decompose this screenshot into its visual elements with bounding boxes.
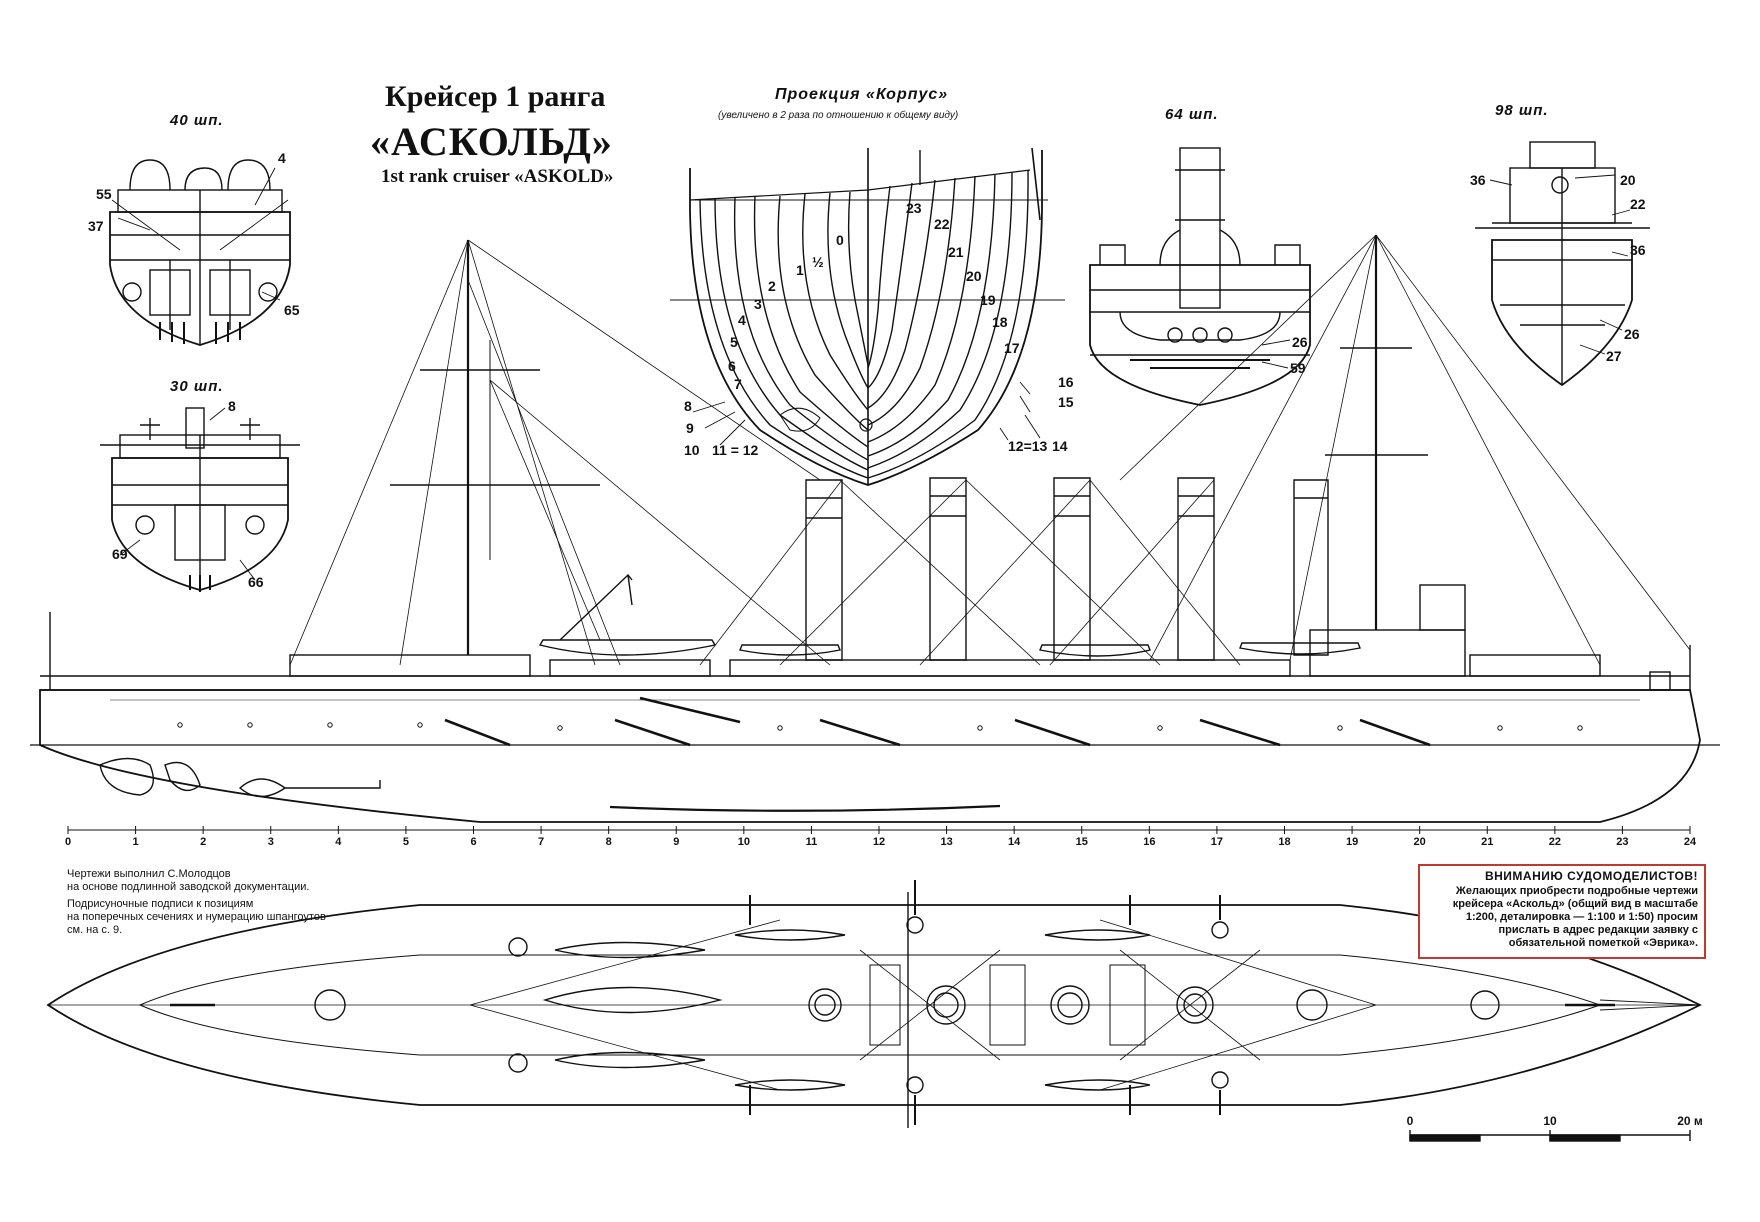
notice-heading: ВНИМАНИЮ СУДОМОДЕЛИСТОВ!	[1484, 869, 1698, 883]
callout-s40: 37	[88, 218, 104, 234]
title-ship-name: «АСКОЛЬД»	[370, 119, 613, 164]
scale-bar	[1409, 1130, 1691, 1142]
callout-s98: 26	[1624, 326, 1640, 342]
callout-s64: 59	[1290, 360, 1306, 376]
credits-line: Подрисуночные подписи к позициям	[67, 898, 254, 910]
station-label: 10	[684, 442, 700, 458]
station-label: 0	[836, 232, 844, 248]
ruler-number: 21	[1481, 836, 1494, 848]
callout-s30: 69	[112, 546, 128, 562]
notice-line: обязательной пометкой «Эврика».	[1508, 937, 1698, 949]
section-98-drawing	[1475, 141, 1650, 387]
ruler-number: 20	[1413, 836, 1426, 848]
credits-line: на поперечных сечениях и нумерацию шпанг…	[67, 911, 326, 923]
station-label: 11 = 12	[712, 442, 759, 458]
notice-line: Желающих приобрести подробные чертежи	[1455, 885, 1698, 897]
station-label: 15	[1058, 394, 1074, 410]
ruler-number: 8	[605, 836, 612, 848]
callout-s64: 26	[1292, 334, 1308, 350]
ruler-number: 3	[267, 836, 274, 848]
callout-s30: 8	[228, 398, 236, 414]
callout-s98: 22	[1630, 196, 1646, 212]
ruler-number: 4	[335, 836, 342, 848]
frame-ruler	[67, 826, 1691, 834]
station-label: ½	[812, 254, 824, 270]
scale-label: 0	[1406, 1114, 1414, 1128]
callout-s40: 65	[284, 302, 300, 318]
section-64-drawing	[1089, 147, 1311, 406]
side-elevation-drawing	[30, 234, 1720, 823]
modelers-notice-box: ВНИМАНИЮ СУДОМОДЕЛИСТОВ! Желающих приобр…	[1418, 864, 1706, 959]
ruler-number: 0	[64, 836, 72, 848]
ruler-number: 23	[1616, 836, 1629, 848]
station-label: 17	[1004, 340, 1020, 356]
ruler-number: 17	[1210, 836, 1224, 848]
ruler-number: 19	[1345, 836, 1359, 848]
ruler-number: 2	[200, 836, 207, 848]
section-40-label: 40 шп.	[170, 112, 224, 129]
station-label: 18	[992, 314, 1008, 330]
station-label: 12=13	[1008, 438, 1048, 454]
ruler-number: 10	[737, 836, 750, 848]
callout-s40: 4	[278, 150, 286, 166]
ruler-number: 13	[940, 836, 953, 848]
ruler-number: 6	[470, 836, 477, 848]
title-english: 1st rank cruiser «ASKOLD»	[381, 166, 614, 187]
callout-s98: 36	[1630, 242, 1646, 258]
station-label: 7	[734, 376, 742, 392]
credits-line: см. на с. 9.	[67, 924, 123, 936]
station-label: 4	[738, 312, 746, 328]
station-label: 6	[728, 358, 736, 374]
title-line-1: Крейсер 1 ранга	[385, 80, 606, 113]
callout-s30: 66	[248, 574, 264, 590]
callout-s98: 36	[1470, 172, 1486, 188]
station-label: 5	[730, 334, 738, 350]
ruler-number: 12	[872, 836, 886, 848]
ruler-number: 1	[132, 836, 139, 848]
ruler-number: 24	[1683, 836, 1697, 848]
notice-line: крейсера «Аскольд» (общий вид в масштабе	[1452, 898, 1698, 910]
callout-s98: 27	[1606, 348, 1622, 364]
ruler-number: 18	[1278, 836, 1291, 848]
section-98-label: 98 шп.	[1495, 102, 1549, 119]
station-label: 20	[966, 268, 982, 284]
station-label: 22	[934, 216, 950, 232]
ruler-number: 14	[1008, 836, 1021, 848]
station-label: 16	[1058, 374, 1074, 390]
credits-block: Чертежи выполнил С.Молодцов на основе по…	[67, 868, 326, 937]
station-label: 8	[684, 398, 692, 414]
ruler-number: 22	[1548, 836, 1561, 848]
plan-view-drawing	[46, 880, 1703, 1128]
station-label: 3	[754, 296, 762, 312]
ruler-number: 15	[1075, 836, 1088, 848]
station-label: 2	[768, 278, 776, 294]
station-label: 21	[948, 244, 964, 260]
scale-label: 20 м	[1677, 1114, 1703, 1128]
notice-line: прислать в адрес редакции заявку с	[1498, 924, 1698, 936]
scale-label: 10	[1543, 1114, 1557, 1128]
ruler-number: 5	[402, 836, 409, 848]
projection-subtitle: (увеличено в 2 раза по отношению к общем…	[718, 110, 959, 121]
section-30-drawing	[100, 407, 300, 592]
ruler-number: 16	[1143, 836, 1156, 848]
station-label: 19	[980, 292, 996, 308]
station-label: 23	[906, 200, 922, 216]
section-40-drawing	[109, 159, 291, 346]
notice-line: 1:200, деталировка — 1:100 и 1:50) проси…	[1465, 911, 1698, 923]
section-64-label: 64 шп.	[1165, 106, 1219, 123]
station-label: 1	[796, 262, 804, 278]
credits-line: Чертежи выполнил С.Молодцов	[67, 868, 231, 880]
callout-s98: 20	[1620, 172, 1636, 188]
ruler-number: 7	[538, 836, 545, 848]
section-30-label: 30 шп.	[170, 378, 224, 395]
station-label: 14	[1052, 438, 1068, 454]
ruler-number: 11	[805, 836, 818, 848]
ruler-number: 9	[673, 836, 680, 848]
projection-title: Проекция «Корпус»	[775, 86, 949, 103]
callout-s40: 55	[96, 186, 112, 202]
body-plan-drawing	[670, 147, 1065, 486]
credits-line: на основе подлинной заводской документац…	[67, 881, 310, 893]
station-label: 9	[686, 420, 694, 436]
